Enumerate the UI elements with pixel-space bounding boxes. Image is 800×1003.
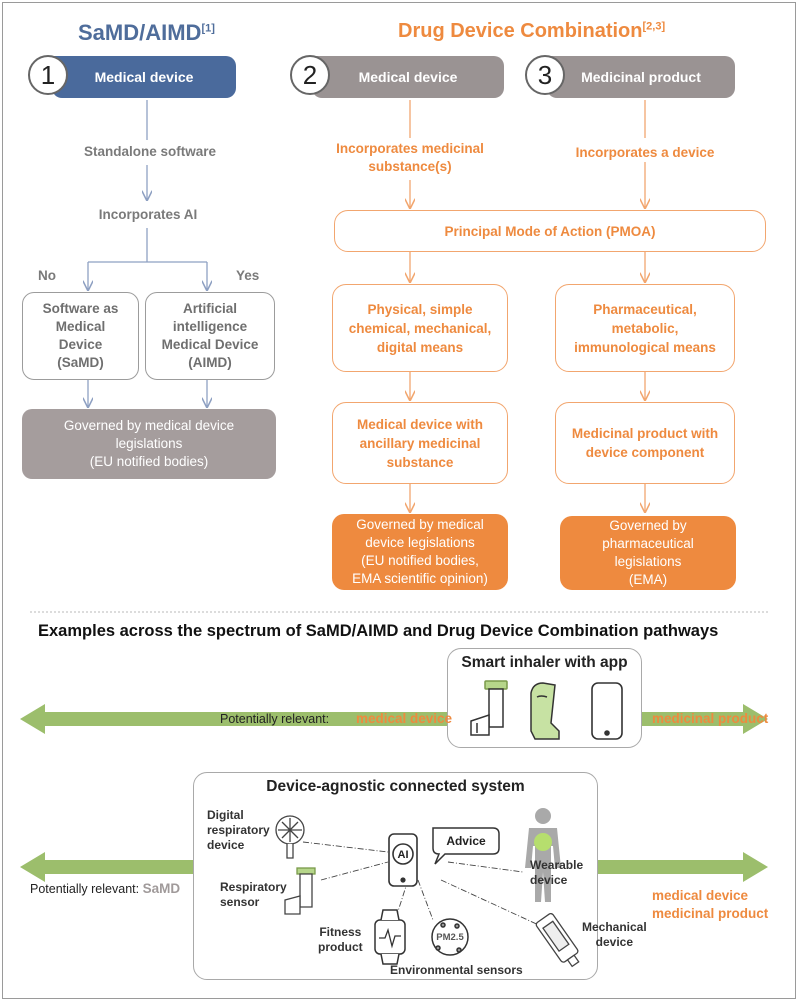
relevant-value-2: SaMD <box>142 881 181 896</box>
relevant-label-2: Potentially relevant: SaMD <box>30 881 181 896</box>
incorporates-device-label: Incorporates a device <box>575 145 715 160</box>
pm25-sensor-icon <box>431 918 469 956</box>
medical-device-tab-1: Medical device <box>52 56 236 98</box>
incorporates-ai-label: Incorporates AI <box>98 207 198 222</box>
smart-inhaler-title: Smart inhaler with app <box>461 654 628 671</box>
connected-system-title: Device-agnostic connected system <box>266 778 525 795</box>
arrow-left-bar-1 <box>42 712 452 726</box>
arrow-left-bar-2 <box>42 860 202 874</box>
fitness-watch-icon <box>374 909 406 965</box>
standalone-software-label: Standalone software <box>83 144 217 159</box>
examples-heading: Examples across the spectrum of SaMD/AIM… <box>38 622 719 640</box>
medicinal-product-tab: Medicinal product <box>547 56 735 98</box>
step-number-1: 1 <box>28 55 68 95</box>
digital-respiratory-device-icon <box>275 815 305 859</box>
ai-phone-icon <box>388 833 418 887</box>
relevant-right-1: medicinal product <box>652 711 769 726</box>
arrow-right-bar-2 <box>595 860 750 874</box>
wearable-person-icon <box>525 808 561 902</box>
advice-bubble-icon <box>432 827 500 865</box>
arrow-right-head-1 <box>743 704 768 734</box>
phone-icon <box>591 682 623 740</box>
medical-device-tab-2: Medical device <box>312 56 504 98</box>
arrow-right-bar-1 <box>640 712 750 726</box>
tab-label: Medical device <box>358 69 458 85</box>
tab-label: Medicinal product <box>581 69 701 85</box>
relevant-value-1: medical device <box>356 711 453 726</box>
connection-lines <box>302 841 544 928</box>
environmental-sensors-label: Environmental sensors <box>390 963 523 977</box>
step-number-2: 2 <box>290 55 330 95</box>
samd-aimd-title: SaMD/AIMD[1] <box>78 20 215 45</box>
tab-label: Medical device <box>94 69 194 85</box>
inhaler-icons <box>470 680 623 740</box>
step-number-3: 3 <box>525 55 565 95</box>
inhaler-icon <box>470 680 508 736</box>
no-label: No <box>38 268 56 283</box>
inhaler-device-icon <box>530 682 560 740</box>
arrow-left-head-2 <box>20 852 45 882</box>
drug-device-combination-title: Drug Device Combination[2,3] <box>398 20 666 42</box>
arrow-left-head-1 <box>20 704 45 734</box>
connected-system-graphic: AI Advice PM2.5 <box>275 808 580 968</box>
pharmaceutical-means-box: Pharmaceutical,metabolic,immunological m… <box>555 284 735 372</box>
mechanical-device-icon <box>535 913 580 968</box>
relevant-label-1: Potentially relevant: <box>220 712 330 726</box>
pmoa-box: Principal Mode of Action (PMOA) <box>334 210 766 252</box>
yes-label: Yes <box>236 268 260 283</box>
advice-label: Advice <box>446 834 486 848</box>
arrow-right-head-2 <box>743 852 768 882</box>
green-arrows <box>20 704 768 882</box>
pm25-label: PM2.5 <box>436 932 464 943</box>
ai-label: AI <box>398 849 409 861</box>
respiratory-sensor-icon <box>284 867 316 915</box>
